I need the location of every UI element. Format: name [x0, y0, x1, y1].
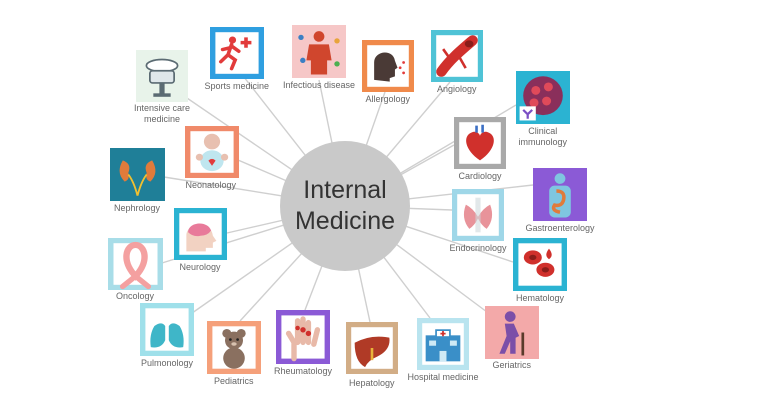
topic-label: Pulmonology: [141, 358, 193, 369]
digestive-system-icon: [533, 168, 587, 221]
topic-label-line: Rheumatology: [274, 366, 333, 376]
topic-label: Geriatrics: [493, 360, 532, 371]
topic-label-line: Hepatology: [349, 378, 395, 388]
topic-label-line: Hospital medicine: [407, 372, 479, 382]
topic-label-line: Geriatrics: [492, 360, 532, 370]
hand-joints-icon: [276, 310, 330, 364]
topic-label: Oncology: [116, 291, 154, 302]
topic-label-line: Allergology: [365, 94, 411, 104]
infected-body-icon: [292, 25, 346, 78]
topic-label-line: Gastroenterology: [525, 223, 595, 233]
topic-label-line: Oncology: [116, 291, 155, 301]
ribbon-icon: [108, 238, 163, 290]
hospital-building-icon: [417, 318, 469, 370]
topic-label: Hepatology: [349, 378, 395, 389]
topic-label-line: Clinical: [528, 126, 558, 136]
lungs-icon: [140, 303, 194, 356]
topic-label: Angiology: [437, 84, 477, 95]
topic-label-line: Pulmonology: [141, 358, 194, 368]
topic-label-line: immunology: [518, 137, 568, 147]
elderly-person-icon: [485, 306, 539, 359]
topic-label: Gastroenterology: [526, 223, 595, 234]
kidneys-icon: [110, 148, 165, 201]
heart-icon: [454, 117, 506, 169]
topic-label: Cardiology: [459, 171, 502, 182]
topic-label: Hospital medicine: [408, 372, 479, 383]
topic-label-line: Neonatology: [185, 180, 237, 190]
topic-label: Sports medicine: [205, 81, 270, 92]
topic-label-line: Intensive care: [134, 103, 191, 113]
central-topic-line-1: Internal: [303, 176, 387, 204]
topic-label-line: Neurology: [179, 262, 221, 272]
topic-label: Endocrinology: [450, 243, 507, 254]
topic-label: Allergology: [366, 94, 411, 105]
topic-label: Rheumatology: [274, 366, 332, 377]
central-topic-line-2: Medicine: [294, 207, 396, 235]
baby-icon: [185, 126, 239, 178]
teddy-bear-icon: [207, 321, 261, 374]
topic-label: Infectious disease: [283, 80, 355, 91]
topic-label-line: Angiology: [437, 84, 477, 94]
blood-vessel-icon: [431, 30, 483, 82]
sneezing-head-icon: [362, 40, 414, 92]
topic-label: Nephrology: [114, 203, 160, 214]
thyroid-icon: [452, 189, 504, 241]
topic-label-line: Endocrinology: [449, 243, 507, 253]
brain-head-icon: [174, 208, 227, 260]
ventilator-icon: [136, 50, 188, 102]
topic-label: Neurology: [180, 262, 221, 273]
topic-label: Hematology: [516, 293, 564, 304]
topic-label: Neonatology: [186, 180, 237, 191]
topic-label-line: Nephrology: [114, 203, 161, 213]
antibody-icon: [516, 71, 570, 124]
topic-label-line: Cardiology: [458, 171, 502, 181]
topic-label-line: Sports medicine: [204, 81, 270, 91]
blood-cells-icon: [513, 238, 567, 291]
topic-label-line: Pediatrics: [214, 376, 254, 386]
topic-label-line: Infectious disease: [283, 80, 356, 90]
liver-icon: [346, 322, 398, 374]
topic-label: Pediatrics: [214, 376, 254, 387]
topic-label-line: medicine: [144, 114, 181, 124]
topic-label-line: Hematology: [516, 293, 565, 303]
central-topic: Internal Medicine: [280, 141, 410, 271]
runner-icon: [210, 27, 264, 79]
